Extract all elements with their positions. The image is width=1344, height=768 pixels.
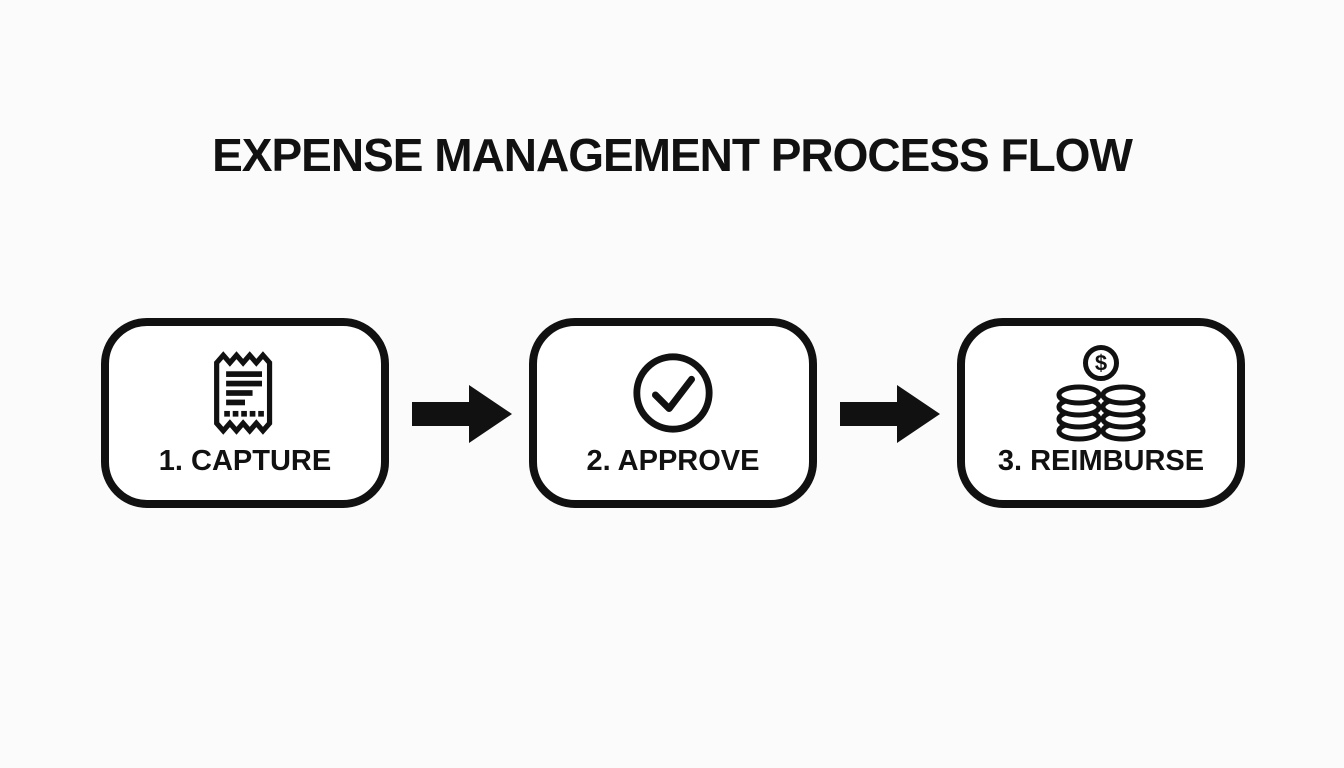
arrow-right-icon bbox=[412, 383, 512, 445]
step-label-capture: 1. CAPTURE bbox=[158, 445, 332, 477]
step-label-reimburse: 3. REIMBURSE bbox=[997, 445, 1205, 477]
check-circle-icon bbox=[630, 326, 716, 445]
dollar-sign-glyph: $ bbox=[1095, 350, 1107, 375]
step-box-approve: 2. APPROVE bbox=[529, 318, 817, 508]
receipt-icon bbox=[211, 326, 279, 445]
step-label-approve: 2. APPROVE bbox=[586, 445, 760, 477]
arrow-right-icon bbox=[840, 383, 940, 445]
coins-icon: $ bbox=[1049, 326, 1153, 445]
diagram-title: EXPENSE MANAGEMENT PROCESS FLOW bbox=[212, 129, 1133, 181]
step-box-capture: 1. CAPTURE bbox=[101, 318, 389, 508]
step-box-reimburse: $ 3. REIMBURSE bbox=[957, 318, 1245, 508]
